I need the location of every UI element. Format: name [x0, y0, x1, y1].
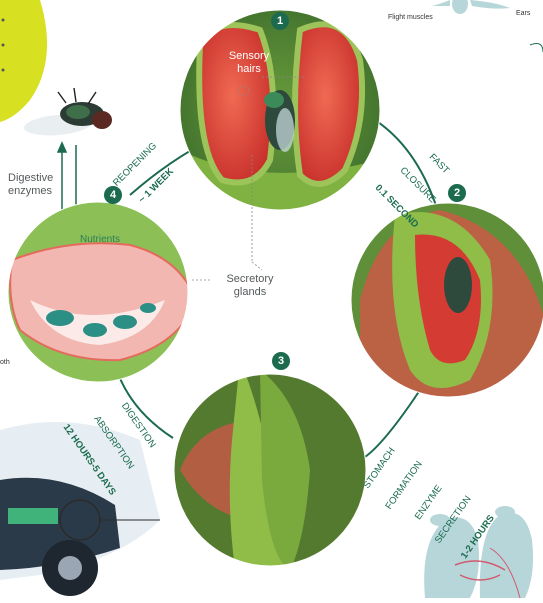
- sensory-hairs-label: Sensory hairs: [226, 50, 272, 76]
- step-badge-3: 3: [272, 352, 290, 370]
- step4-cross-section: [8, 202, 196, 382]
- step3-closed-trap: [174, 360, 366, 598]
- step1-open-trap: [180, 10, 380, 215]
- cropped-label: oth: [0, 359, 10, 366]
- flight-muscles-label: Flight muscles: [388, 14, 433, 21]
- digestive-enzymes-label: Digestive enzymes: [8, 172, 66, 198]
- dot: [2, 19, 5, 22]
- step-badge-1: 1: [271, 12, 289, 30]
- ears-label: Ears: [516, 10, 530, 17]
- bird-icon: [432, 0, 510, 14]
- nutrients-label: Nutrients: [80, 233, 120, 246]
- dot: [2, 44, 5, 47]
- dot: [2, 69, 5, 72]
- yellow-shape: [0, 0, 47, 122]
- edge-fragment: [530, 44, 543, 52]
- secretory-glands-label: Secretory glands: [216, 273, 284, 299]
- fly-icon: [23, 88, 112, 138]
